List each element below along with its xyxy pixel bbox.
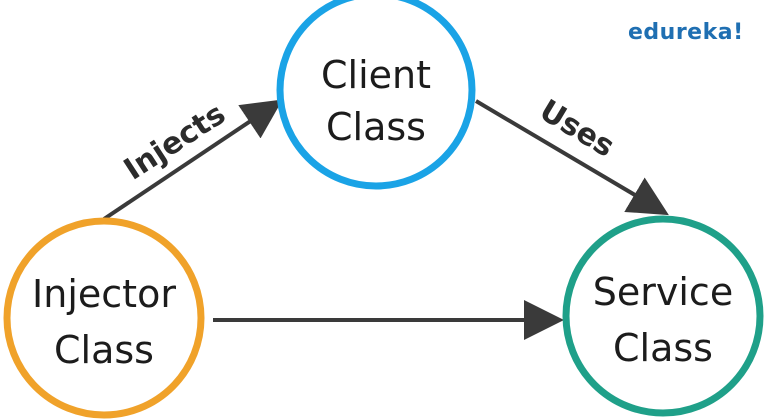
injector-class-line1: Injector xyxy=(32,272,176,316)
label-uses: Uses xyxy=(533,93,620,164)
injector-class-line2: Class xyxy=(54,328,154,372)
node-injector-class: Injector Class xyxy=(3,217,205,419)
client-class-line1: Client xyxy=(321,53,431,97)
node-client-class: Client Class xyxy=(276,0,476,190)
arrow-uses xyxy=(474,99,669,216)
service-class-line1: Service xyxy=(593,270,733,314)
service-class-line2: Class xyxy=(613,326,713,370)
client-class-circle xyxy=(276,0,476,190)
edureka-logo: edureka! xyxy=(628,20,744,45)
client-class-line2: Class xyxy=(326,105,426,149)
injector-class-circle xyxy=(3,217,205,419)
service-class-circle xyxy=(562,215,764,417)
arrow-injects xyxy=(102,99,283,221)
node-service-class: Service Class xyxy=(562,215,764,417)
